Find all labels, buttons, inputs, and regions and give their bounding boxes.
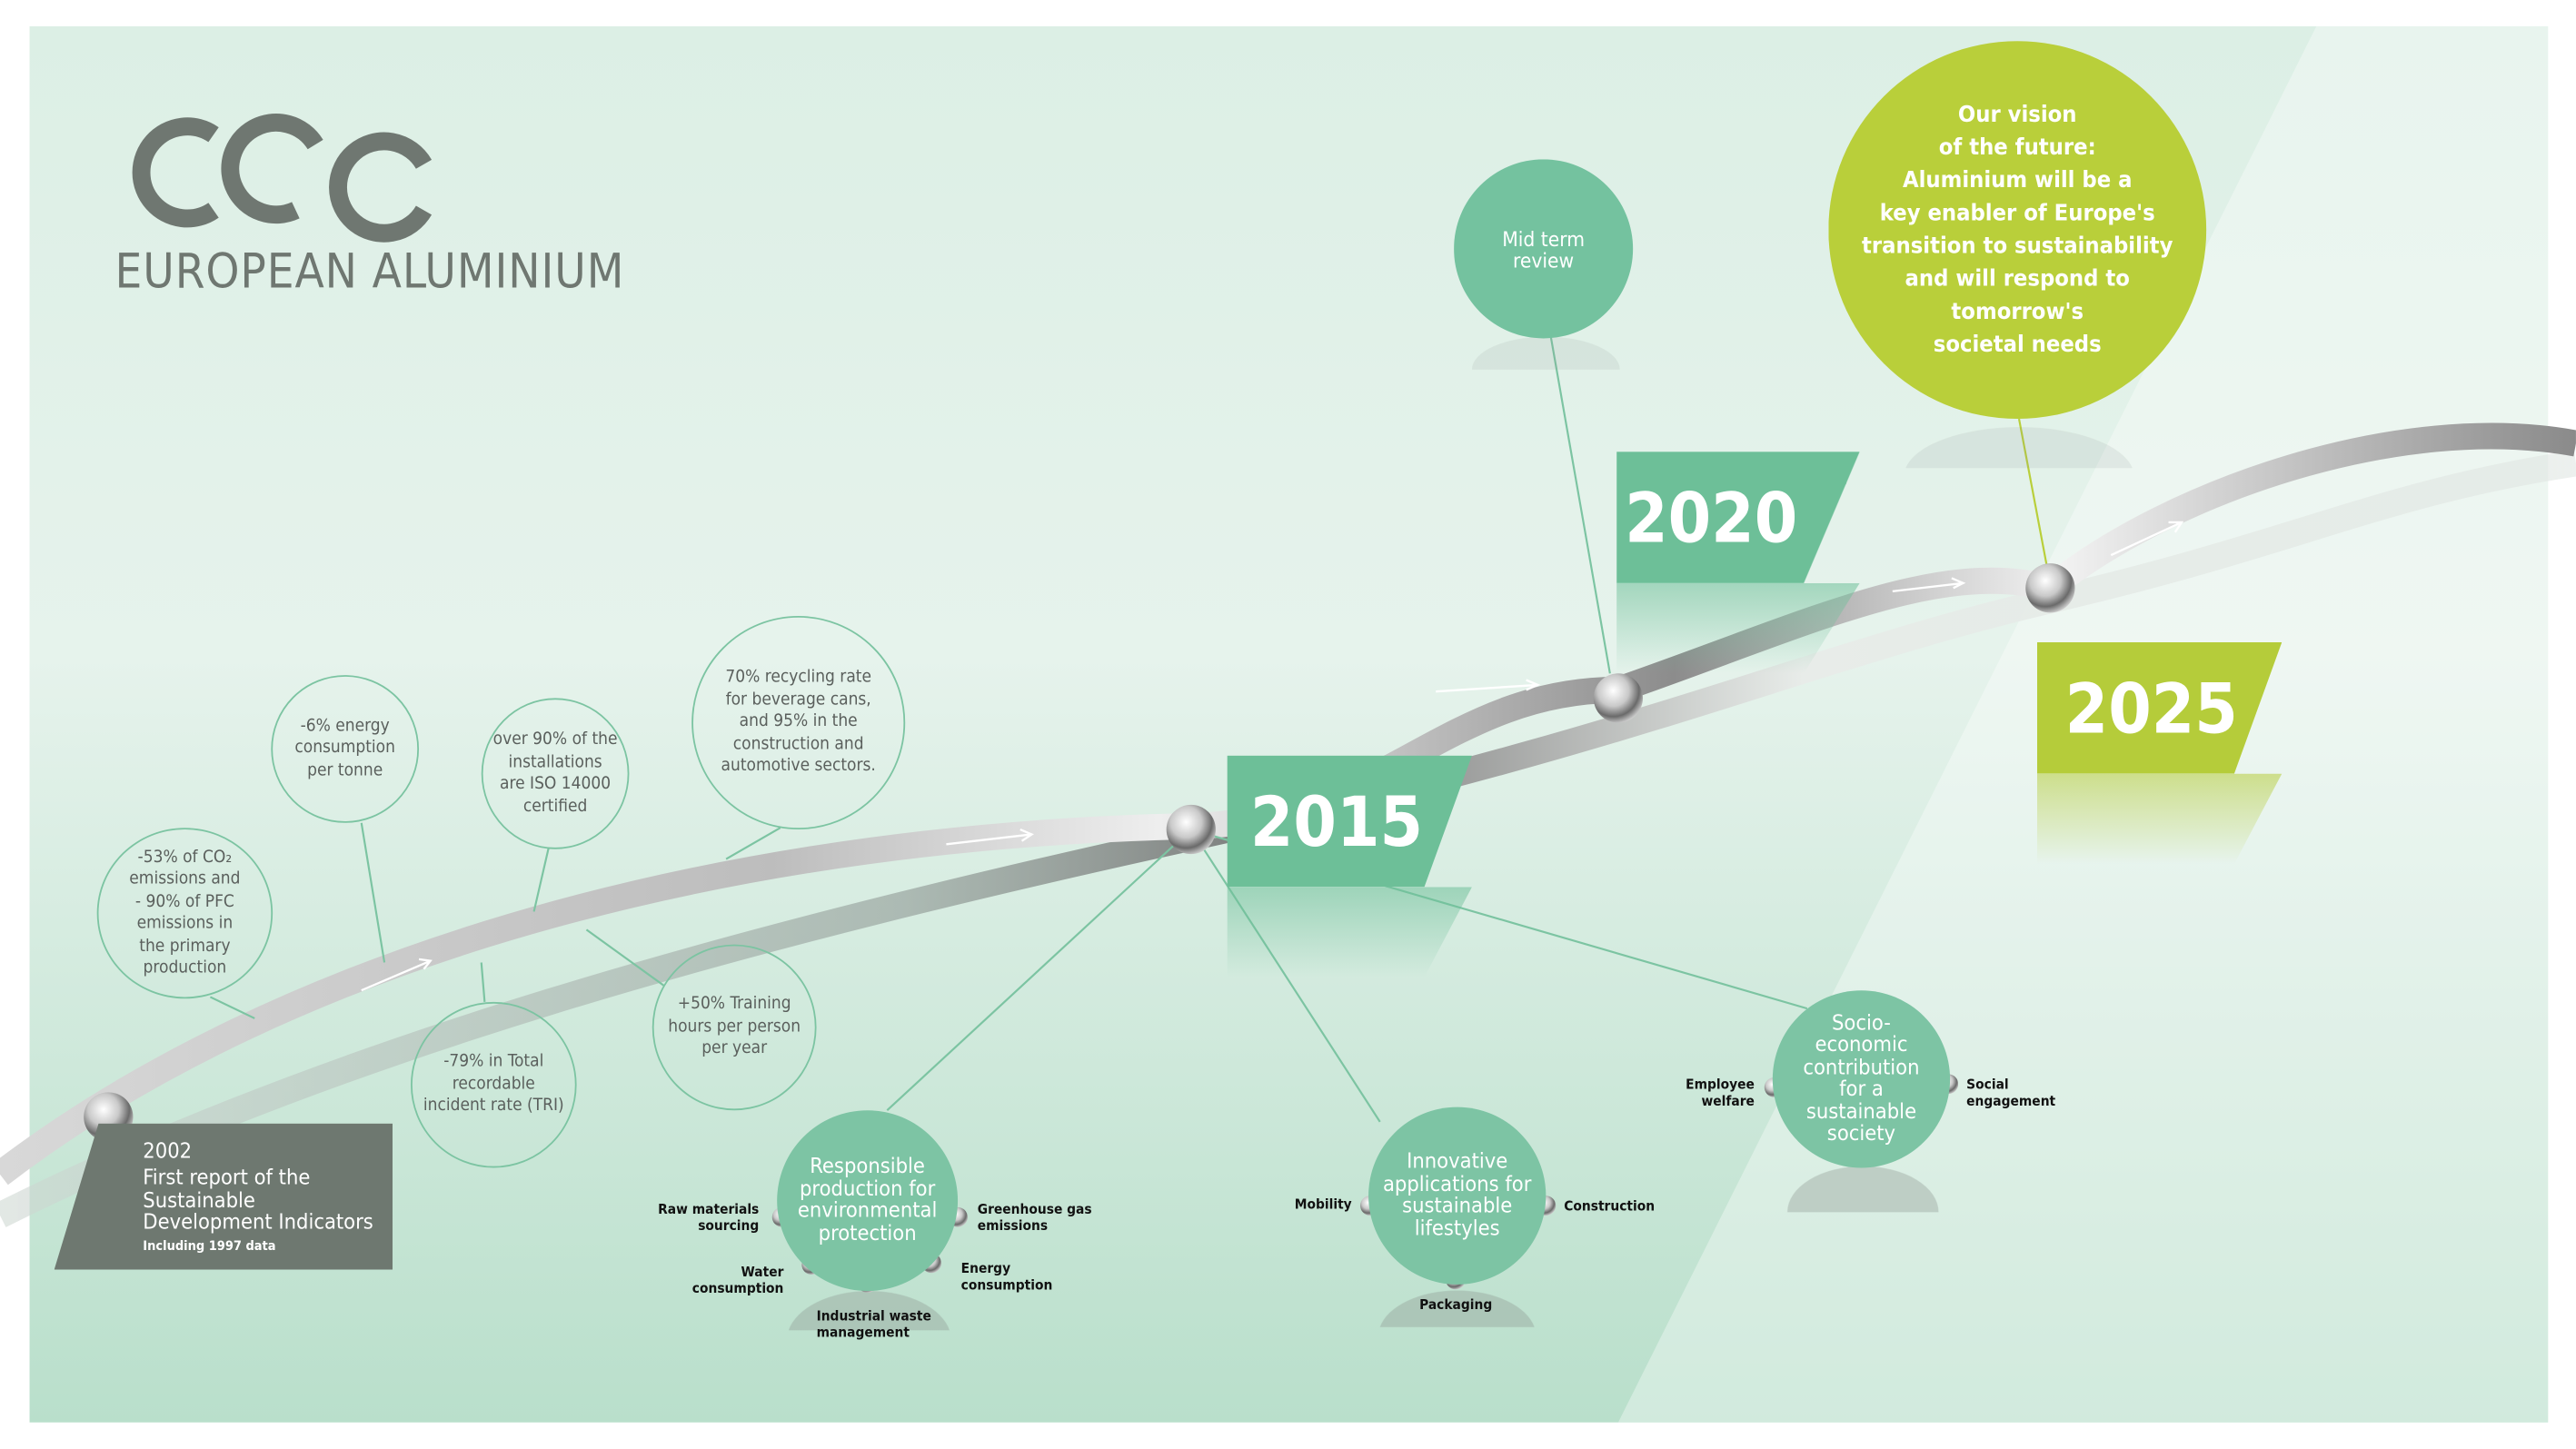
year-2002: 2002 bbox=[143, 1139, 193, 1165]
line: key enabler of Europe's bbox=[1879, 200, 2155, 227]
item-social-engagement: Social engagement bbox=[1966, 1077, 2056, 1111]
line: -79% in Total bbox=[443, 1051, 544, 1072]
line: and will respond to bbox=[1905, 265, 2130, 293]
item-construction: Construction bbox=[1564, 1198, 1656, 1216]
line: per year bbox=[701, 1038, 768, 1058]
milestone-2002-text: First report of the Sustainable Developm… bbox=[143, 1167, 373, 1234]
line: for beverage cans, bbox=[725, 689, 871, 710]
item-energy: Energy consumption bbox=[960, 1261, 1053, 1295]
sphere-2020 bbox=[1593, 673, 1643, 723]
line: 70% recycling rate bbox=[725, 667, 872, 688]
line: certified bbox=[522, 795, 588, 816]
line: -53% of CO₂ bbox=[137, 847, 233, 867]
track-upper bbox=[0, 422, 2576, 1186]
line: economic bbox=[1815, 1033, 1908, 1058]
direction-arrows bbox=[361, 521, 2184, 992]
line: Our vision bbox=[1957, 102, 2077, 129]
flag-2025-reflection bbox=[2036, 773, 2283, 865]
year-flag-2015: 2015 bbox=[1227, 755, 1472, 888]
line: sustainable bbox=[1402, 1194, 1513, 1219]
line: incident rate (TRI) bbox=[423, 1096, 564, 1117]
line: - 90% of PFC bbox=[134, 890, 234, 911]
line: environmental bbox=[797, 1198, 938, 1224]
line: lifestyles bbox=[1414, 1216, 1500, 1241]
line: Sustainable bbox=[143, 1188, 255, 1214]
line: review bbox=[1512, 247, 1575, 273]
line: installations bbox=[508, 751, 602, 771]
year-flag-2025: 2025 bbox=[2036, 641, 2283, 774]
item-greenhouse-gas: Greenhouse gas emissions bbox=[977, 1202, 1092, 1236]
line: construction and bbox=[732, 733, 864, 754]
line: First report of the bbox=[143, 1166, 311, 1191]
line: Innovative bbox=[1407, 1149, 1508, 1175]
line: hours per person bbox=[668, 1016, 801, 1037]
line: automotive sectors. bbox=[721, 756, 876, 776]
line: society bbox=[1826, 1121, 1896, 1146]
line: per tonne bbox=[307, 759, 383, 780]
line: sustainable bbox=[1805, 1099, 1917, 1125]
line: transition to sustainability bbox=[1862, 233, 2173, 260]
item-industrial-waste: Industrial waste management bbox=[816, 1308, 931, 1343]
sphere-2025 bbox=[2025, 563, 2075, 613]
line: Development Indicators bbox=[143, 1210, 373, 1236]
line: over 90% of the bbox=[492, 729, 618, 749]
item-water: Water consumption bbox=[691, 1265, 784, 1298]
line: Socio- bbox=[1832, 1010, 1891, 1036]
line: contribution bbox=[1803, 1055, 1920, 1080]
line: and 95% in the bbox=[739, 711, 858, 732]
line: -6% energy bbox=[300, 715, 390, 736]
line: societal needs bbox=[1933, 332, 2102, 359]
line: production for bbox=[799, 1176, 936, 1202]
line: applications for bbox=[1382, 1172, 1532, 1197]
item-employee-welfare: Employee welfare bbox=[1686, 1077, 1755, 1111]
item-mobility: Mobility bbox=[1294, 1197, 1352, 1215]
line: are ISO 14000 bbox=[500, 773, 612, 794]
line: of the future: bbox=[1938, 134, 2096, 162]
vision-connector bbox=[2017, 418, 2048, 567]
line: protection bbox=[818, 1221, 917, 1246]
item-raw-materials: Raw materials sourcing bbox=[658, 1202, 760, 1236]
line: Responsible bbox=[810, 1155, 925, 1180]
flag-2015-reflection bbox=[1227, 887, 1472, 978]
line: the primary bbox=[139, 935, 231, 956]
line: recordable bbox=[452, 1073, 535, 1094]
line: consumption bbox=[294, 738, 395, 758]
milestone-2002-box: 2002 First report of the Sustainable Dev… bbox=[54, 1123, 393, 1270]
vision-circle: Our vision of the future: Aluminium will b… bbox=[1828, 41, 2207, 420]
line: +50% Training bbox=[677, 994, 791, 1014]
sphere-2015 bbox=[1166, 804, 1216, 855]
line: tomorrow's bbox=[1951, 299, 2084, 325]
logo-mark bbox=[132, 114, 433, 243]
milestone-2002-note: Including 1997 data bbox=[143, 1238, 276, 1254]
item-packaging: Packaging bbox=[1419, 1297, 1493, 1315]
pillar-reflections bbox=[788, 336, 2133, 1331]
line: Aluminium will be a bbox=[1903, 167, 2133, 194]
line: Mid term bbox=[1502, 225, 1586, 251]
line: for a bbox=[1839, 1077, 1884, 1103]
line: production bbox=[143, 958, 227, 978]
line: emissions in bbox=[136, 913, 234, 933]
line: emissions and bbox=[129, 868, 241, 889]
logo-text: EUROPEAN ALUMINIUM bbox=[114, 243, 625, 300]
